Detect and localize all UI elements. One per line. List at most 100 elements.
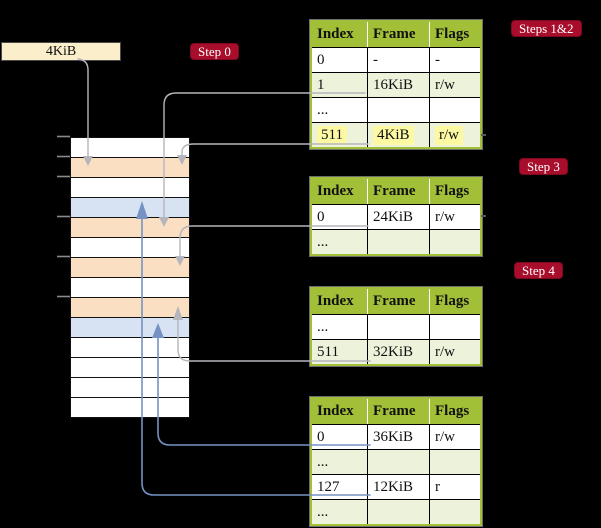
cell-text: r/w	[435, 76, 455, 93]
table-row: 127 12KiB r	[312, 474, 480, 499]
cell-text: 0	[317, 428, 325, 445]
memory-frame	[71, 337, 189, 357]
page-size-box: 4KiB	[1, 42, 121, 61]
header-index: Index	[312, 179, 368, 204]
cell-text: 0	[317, 51, 325, 68]
cell-text: 1	[317, 76, 325, 93]
header-frame: Frame	[368, 399, 430, 424]
cell-text: 511	[317, 343, 339, 360]
cell-flags: r/w	[430, 73, 480, 97]
cell-index: ...	[312, 315, 368, 339]
memory-frame	[71, 397, 189, 417]
cell-text-highlighted: 4KiB	[373, 125, 414, 145]
cell-index: 0	[312, 425, 368, 449]
table-row: 0 24KiB r/w	[312, 204, 480, 229]
cell-text: r/w	[435, 343, 455, 360]
badge-step-3: Step 3	[519, 158, 568, 175]
memory-frame	[71, 217, 189, 237]
cell-flags	[430, 98, 480, 122]
cell-flags: r/w	[430, 340, 480, 364]
header-frame: Frame	[368, 22, 430, 47]
cell-frame	[368, 315, 430, 339]
cell-text: r/w	[435, 208, 455, 225]
cell-text: ...	[317, 453, 329, 470]
header-index: Index	[312, 289, 368, 314]
badge-step-3-label: Step 3	[527, 159, 560, 174]
cell-index: 1	[312, 73, 368, 97]
cell-index: 127	[312, 475, 368, 499]
cell-text: ...	[317, 318, 329, 335]
cell-index: ...	[312, 230, 368, 254]
badge-steps-1-2-label: Steps 1&2	[519, 21, 574, 36]
memory-frame	[71, 138, 189, 157]
page-size-label: 4KiB	[45, 43, 77, 59]
cell-frame: 32KiB	[368, 340, 430, 364]
cell-text: -	[373, 51, 378, 68]
table-row: ...	[312, 449, 480, 474]
table-header-row: Index Frame Flags	[312, 399, 480, 424]
memory-frame	[71, 357, 189, 377]
cell-text-highlighted: r/w	[435, 125, 463, 145]
cell-index: 511	[312, 123, 368, 147]
cell-index: ...	[312, 98, 368, 122]
cell-flags	[430, 230, 480, 254]
cell-index: ...	[312, 500, 368, 524]
page-table-step-4b: Index Frame Flags 0 36KiB r/w ... 127 12…	[310, 397, 482, 526]
memory-frame	[71, 157, 189, 177]
cell-flags: -	[430, 48, 480, 72]
cell-frame: 36KiB	[368, 425, 430, 449]
cell-frame: 24KiB	[368, 205, 430, 229]
badge-step-0-label: Step 0	[198, 44, 231, 59]
badge-step-4-label: Step 4	[522, 263, 555, 278]
table-row: ...	[312, 499, 480, 524]
cell-text: ...	[317, 101, 329, 118]
cell-frame: 16KiB	[368, 73, 430, 97]
cell-text: 127	[317, 478, 340, 495]
memory-frame	[71, 237, 189, 257]
memory-frame	[71, 317, 189, 337]
memory-frame	[71, 277, 189, 297]
badge-steps-1-2: Steps 1&2	[511, 20, 582, 37]
badge-step-0: Step 0	[190, 43, 239, 60]
cell-flags: r/w	[430, 205, 480, 229]
table-header-row: Index Frame Flags	[312, 22, 480, 47]
header-flags: Flags	[435, 403, 470, 419]
memory-frame	[71, 197, 189, 217]
cell-frame	[368, 230, 430, 254]
header-frame: Frame	[368, 289, 430, 314]
cell-text: r	[435, 478, 440, 495]
table-row: ...	[312, 314, 480, 339]
page-table-step-3: Index Frame Flags 0 24KiB r/w ...	[310, 177, 482, 256]
cell-text: 12KiB	[373, 478, 414, 495]
cell-flags: r/w	[430, 425, 480, 449]
header-frame: Frame	[368, 179, 430, 204]
memory-frame	[71, 177, 189, 197]
table-row: ...	[312, 97, 480, 122]
cell-index: ...	[312, 450, 368, 474]
cell-frame: 12KiB	[368, 475, 430, 499]
cell-text: ...	[317, 233, 329, 250]
cell-text: 36KiB	[373, 428, 414, 445]
cell-frame	[368, 500, 430, 524]
cell-text: 32KiB	[373, 343, 414, 360]
page-table-step-4a: Index Frame Flags ... 511 32KiB r/w	[310, 287, 482, 366]
table-header-row: Index Frame Flags	[312, 289, 480, 314]
header-flags: Flags	[435, 293, 470, 309]
table-row-highlighted: 511 4KiB r/w	[312, 122, 480, 147]
table-row: 0 - -	[312, 47, 480, 72]
cell-flags: r	[430, 475, 480, 499]
cell-text: 0	[317, 208, 325, 225]
cell-flags	[430, 315, 480, 339]
cell-flags	[430, 450, 480, 474]
cell-text: r/w	[435, 428, 455, 445]
cell-text: 16KiB	[373, 76, 414, 93]
cell-index: 0	[312, 48, 368, 72]
header-flags: Flags	[435, 26, 470, 42]
badge-step-4: Step 4	[514, 262, 563, 279]
cell-flags: r/w	[430, 123, 480, 147]
cell-frame	[368, 98, 430, 122]
cell-text: 24KiB	[373, 208, 414, 225]
cell-text: -	[435, 51, 440, 68]
cell-text: ...	[317, 503, 329, 520]
